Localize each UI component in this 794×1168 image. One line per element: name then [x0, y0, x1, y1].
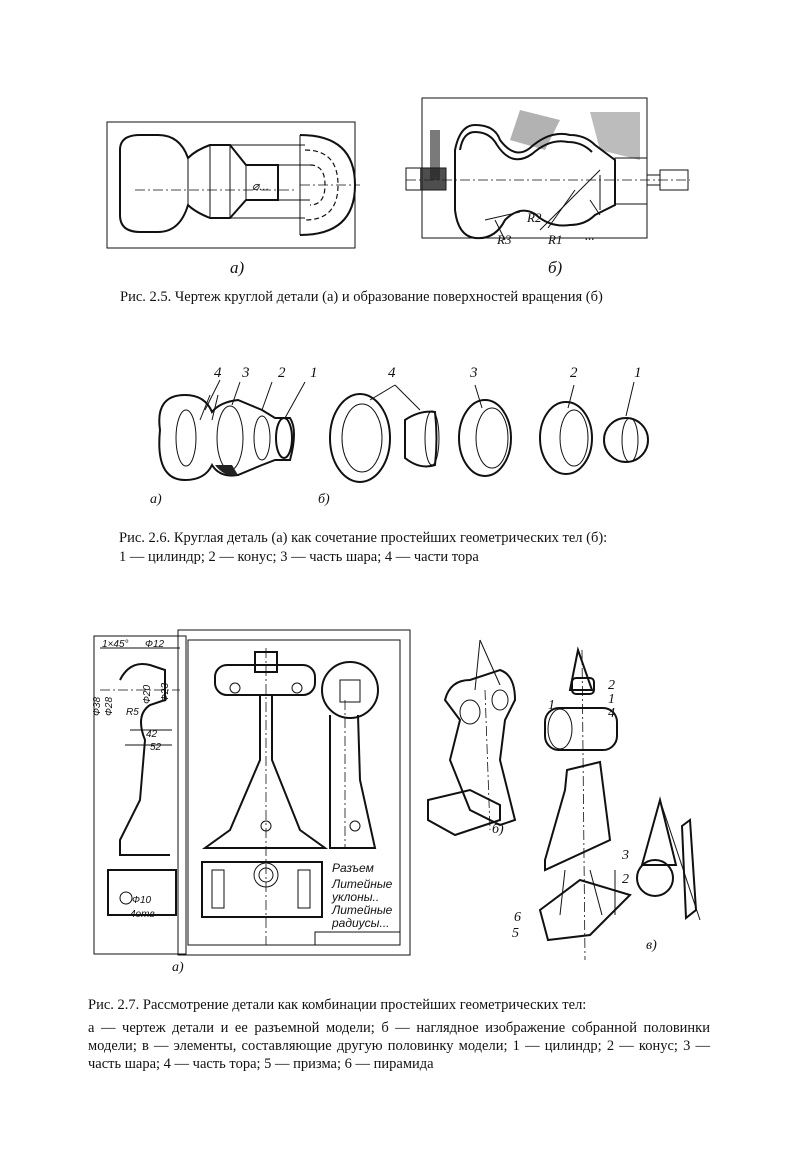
fig26-b-num-4: 4	[388, 365, 396, 381]
fig25-dim-phi: ⌀...	[252, 179, 270, 193]
fig26-label-b: б)	[318, 492, 330, 507]
fig27-dim-42: 42	[146, 729, 158, 740]
fig27-caption-line1: Рис. 2.7. Рассмотрение детали как комбин…	[88, 997, 587, 1013]
fig25-dots: ...	[585, 228, 595, 243]
fig26-drawing	[158, 379, 649, 483]
fig27-notes: Разъем Литейные уклоны.. Литейные радиус…	[332, 862, 392, 930]
fig26-caption-line2: 1 — цилиндр; 2 — конус; 3 — часть шара; …	[119, 549, 479, 565]
fig27-label-c: в)	[646, 938, 657, 953]
fig25-drawing-b	[405, 97, 690, 241]
fig25-R3: R3	[497, 232, 512, 247]
fig27-c-num-4: 4	[608, 706, 615, 721]
fig27-note-draft: уклоны..	[332, 890, 380, 904]
fig27-drawing-a	[93, 629, 411, 956]
fig25-drawing-a	[106, 121, 360, 249]
fig27-c-num-2-right: 2	[622, 872, 629, 887]
fig26-a-num-1: 1	[310, 365, 318, 381]
fig26-b-num-3: 3	[470, 365, 478, 381]
fig25-label-b: б)	[548, 258, 563, 277]
fig27-note-casting-2: Литейные	[332, 903, 393, 917]
fig26-label-a: а)	[150, 492, 162, 507]
fig27-dim-phi12: Ф12	[145, 639, 165, 650]
fig27-drawing-b	[427, 639, 517, 837]
fig27-c-num-3: 3	[622, 848, 629, 863]
fig27-c-num-5: 5	[512, 926, 519, 941]
fig27-c-num-1-left: 1	[548, 698, 555, 713]
fig25-R1: R1	[548, 232, 563, 247]
fig26-caption-line1: Рис. 2.6. Круглая деталь (а) как сочетан…	[119, 530, 608, 546]
fig26-a-num-4: 4	[214, 365, 222, 381]
fig27-dim-r5: R5	[126, 707, 139, 718]
fig27-note-split: Разъем	[332, 861, 374, 875]
fig27-dim-4holes: 4отв	[130, 909, 155, 920]
fig27-c-num-1-top: 1	[608, 692, 615, 707]
fig27-note-radii: радиусы...	[332, 916, 390, 930]
fig27-dim-52: 52	[150, 742, 162, 753]
fig25-label-a: а)	[230, 258, 245, 277]
fig27-caption-rest: а — чертеж детали и ее разъемной модели;…	[88, 1020, 710, 1072]
fig27-label-a: а)	[172, 960, 184, 975]
fig27-c-num-2-top: 2	[608, 678, 615, 693]
fig27-dim-phi10: Ф10	[132, 895, 152, 906]
fig27-drawing-c	[538, 646, 701, 961]
fig26-b-num-2: 2	[570, 365, 578, 381]
fig26-a-num-2: 2	[278, 365, 286, 381]
fig27-dim-chamfer: 1×45°	[102, 639, 129, 650]
fig26-b-num-1: 1	[634, 365, 642, 381]
fig25-caption: Рис. 2.5. Чертеж круглой детали (а) и об…	[120, 289, 603, 305]
fig27-c-num-6: 6	[514, 910, 521, 925]
fig27-label-b: б)	[492, 822, 504, 837]
fig27-note-casting-1: Литейные	[332, 877, 393, 891]
fig26-a-num-3: 3	[242, 365, 250, 381]
fig25-R2: R2	[527, 210, 542, 225]
